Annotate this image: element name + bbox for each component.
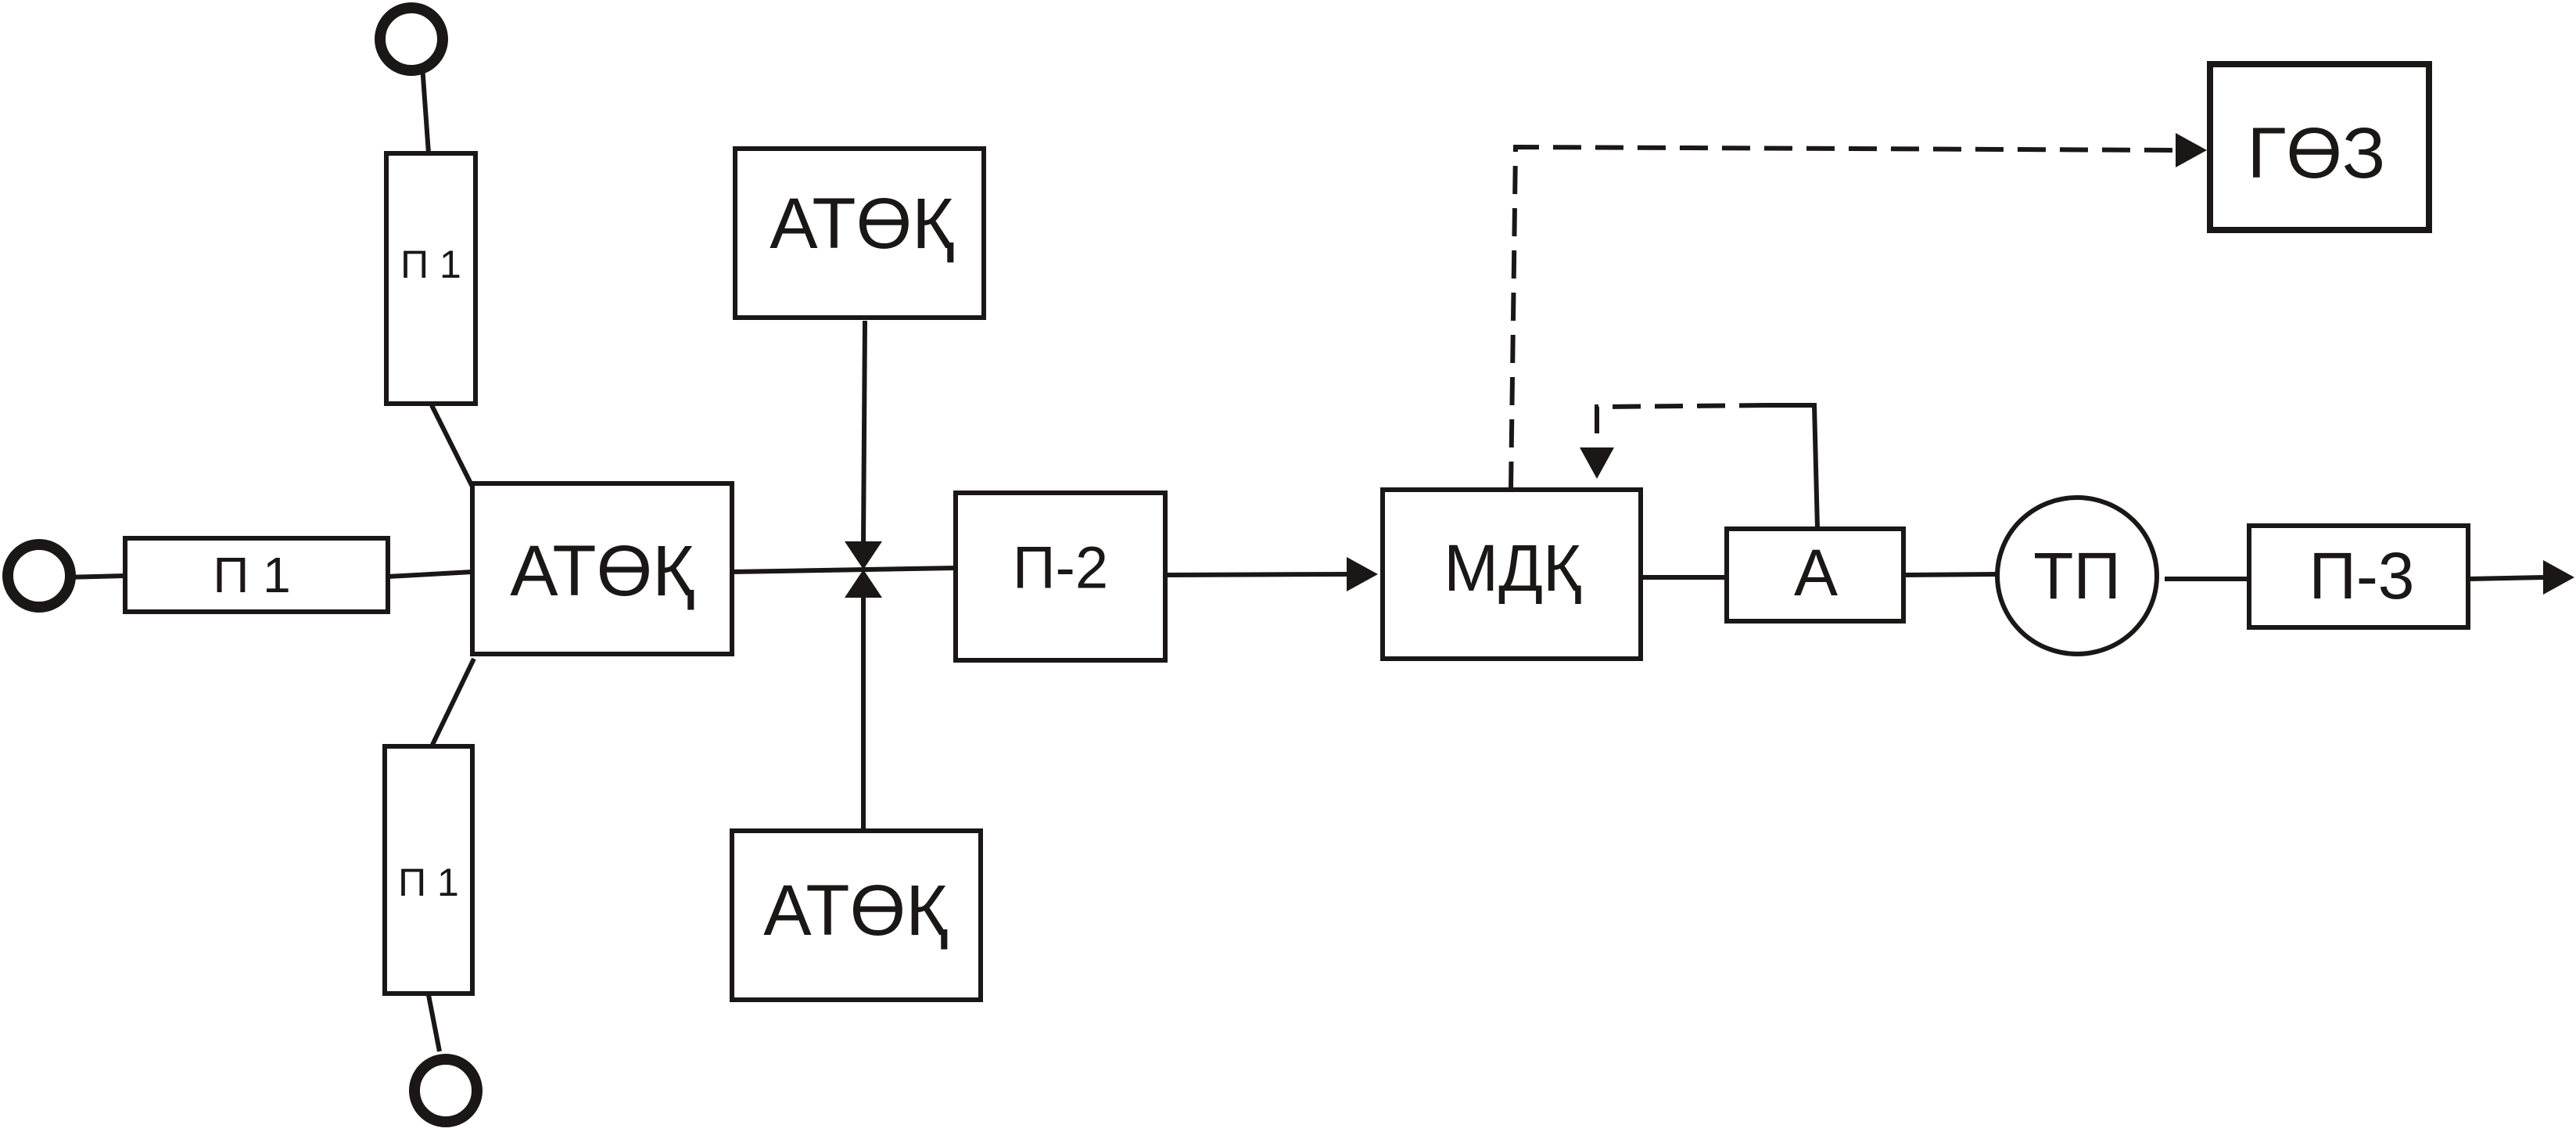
line-p1-top-to-atok: [429, 404, 475, 488]
arrowhead-into-junction-from-top: [845, 541, 882, 570]
label-mdk: МДҚ: [1444, 531, 1581, 605]
line-atok-top-to-junction: [861, 320, 867, 544]
line-top-terminal-to-p1: [420, 65, 431, 154]
label-atok-bottom: АТӨҚ: [763, 871, 948, 951]
block-a: А: [1724, 526, 1906, 623]
line-a-feedback-solid: [1767, 403, 1820, 530]
label-p2: П-2: [1013, 535, 1108, 602]
block-p1-bottom: П 1: [382, 744, 475, 996]
dashed-mdk-to-goz: [1509, 144, 2180, 491]
terminal-top: [375, 2, 448, 76]
line-atok-to-p2: [731, 566, 956, 574]
terminal-left: [2, 539, 76, 613]
line-atok-to-p1-bottom: [429, 657, 476, 748]
arrowheads: [845, 133, 2574, 598]
block-p1-top: П 1: [384, 151, 478, 406]
label-p1-top: П 1: [400, 243, 461, 286]
label-p1-bottom: П 1: [398, 861, 459, 904]
arrowhead-into-junction-from-bottom: [845, 570, 882, 598]
arrowhead-feedback-into-mdk: [1580, 447, 1614, 479]
arrowhead-into-mdk: [1347, 557, 1378, 591]
line-p1-bottom-to-terminal: [426, 994, 442, 1052]
block-atok-top: АТӨҚ: [733, 146, 986, 320]
line-a-to-tp: [1903, 572, 1997, 577]
label-a: А: [1794, 536, 1838, 609]
connectors: [63, 65, 2546, 1052]
label-goz: ГӨЗ: [2248, 113, 2386, 193]
block-atok-main: АТӨҚ: [470, 481, 734, 656]
line-p3-output: [2467, 575, 2546, 581]
block-mdk: МДҚ: [1380, 487, 1643, 661]
label-p1-left: П 1: [213, 547, 290, 603]
block-p1-left: П 1: [123, 536, 390, 614]
label-p3: П-3: [2309, 539, 2414, 613]
block-p3: П-3: [2247, 523, 2470, 630]
label-atok-main: АТӨҚ: [510, 531, 694, 611]
line-p2-to-mdk: [1164, 572, 1347, 577]
block-p2: П-2: [953, 491, 1168, 663]
dashed-a-feedback-to-mdk: [1595, 403, 1768, 447]
line-p1-left-to-atok: [387, 570, 473, 579]
block-atok-bottom: АТӨҚ: [730, 828, 983, 1002]
label-atok-top: АТӨҚ: [770, 184, 954, 264]
block-goz: ГӨЗ: [2207, 61, 2432, 233]
arrowhead-into-goz: [2176, 133, 2207, 167]
dashed-connectors: [1509, 144, 2180, 491]
arrowhead-output: [2543, 560, 2574, 595]
block-tp: ТП: [1995, 495, 2159, 656]
terminals: [2, 2, 483, 1127]
terminal-bottom: [409, 1054, 483, 1127]
label-tp: ТП: [2033, 539, 2121, 613]
